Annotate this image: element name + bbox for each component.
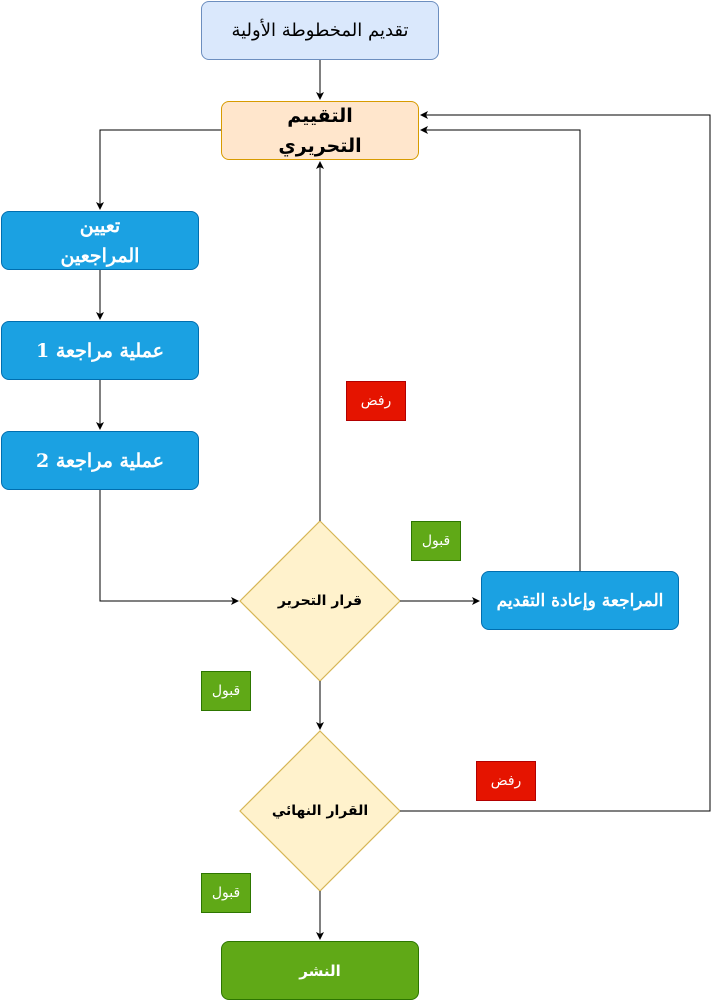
- submit-manuscript-label: تقديم المخطوطة الأولية: [231, 20, 409, 41]
- editorial-review-label-line2: التحريري: [278, 134, 362, 157]
- review-round-2-label: عملية مراجعة 2: [35, 449, 165, 472]
- editorial-review-node: التقييم التحريري: [221, 101, 419, 160]
- publish-node: النشر: [221, 941, 419, 1000]
- editorial-review-label-line1: التقييم: [287, 104, 353, 127]
- submit-manuscript-node: تقديم المخطوطة الأولية: [201, 1, 439, 60]
- edge-editorial-to-assign: [96, 129, 221, 210]
- accept-tag-2: قبول: [201, 671, 251, 711]
- accept-tag-1: قبول: [411, 521, 461, 561]
- assign-reviewers-label-line1: تعيين: [79, 214, 121, 237]
- assign-reviewers-label-line2: المراجعين: [60, 244, 140, 267]
- revise-resubmit-node: المراجعة وإعادة التقديم: [481, 571, 679, 630]
- publish-label: النشر: [299, 961, 341, 980]
- assign-reviewers-node: تعيين المراجعين: [1, 211, 199, 270]
- review-round-1-node: عملية مراجعة 1: [1, 321, 199, 380]
- editor-decision-label: قرار التحرير: [277, 593, 363, 609]
- final-decision-label: القرار النهائي: [271, 803, 369, 819]
- reject-tag-1: رفض: [346, 381, 406, 421]
- review-round-2-node: عملية مراجعة 2: [1, 431, 199, 490]
- accept-tag-3: قبول: [201, 873, 251, 913]
- reject-tag-2: رفض: [476, 761, 536, 801]
- revise-resubmit-label: المراجعة وإعادة التقديم: [496, 590, 664, 611]
- edge-resubmit-to-editorial: [420, 126, 581, 571]
- review-round-1-label: عملية مراجعة 1: [35, 339, 165, 362]
- edge-review2-to-decision: [99, 490, 239, 605]
- edge-final-reject-to-editorial: [400, 111, 711, 812]
